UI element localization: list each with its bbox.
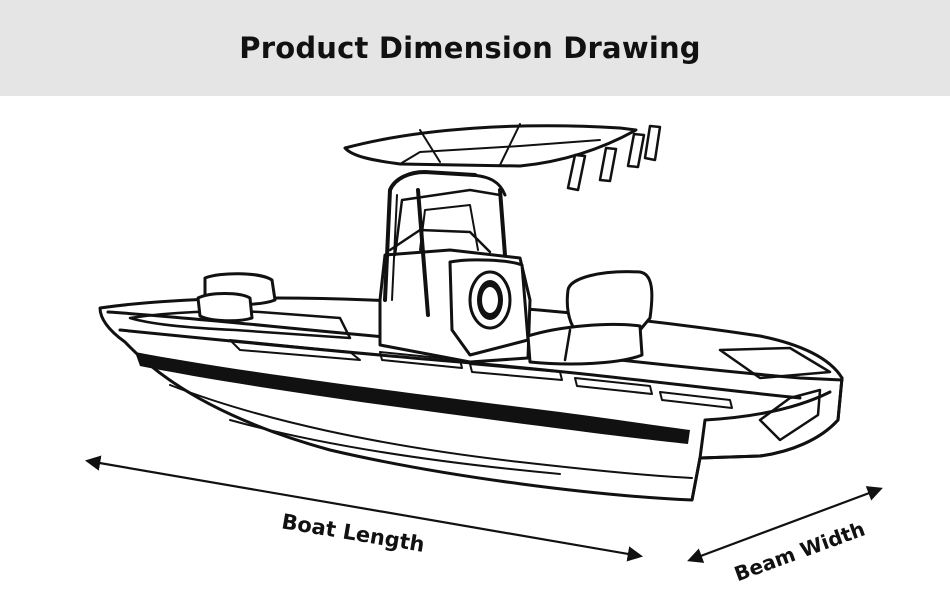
page-title: Product Dimension Drawing xyxy=(239,31,701,65)
drawing-area: Boat Length Beam Width xyxy=(0,96,950,600)
boat-illustration xyxy=(98,123,844,502)
boat-dimension-diagram: Boat Length Beam Width xyxy=(84,123,883,586)
boat-length-arrow xyxy=(84,455,644,562)
header-bar: Product Dimension Drawing xyxy=(0,0,950,96)
transom xyxy=(690,376,844,502)
leaning-post-seat xyxy=(565,270,654,332)
t-top-canopy xyxy=(343,124,638,168)
rub-rail-stripe xyxy=(135,352,690,444)
beam-width-arrow xyxy=(687,486,883,563)
beam-width-label: Beam Width xyxy=(731,517,868,586)
